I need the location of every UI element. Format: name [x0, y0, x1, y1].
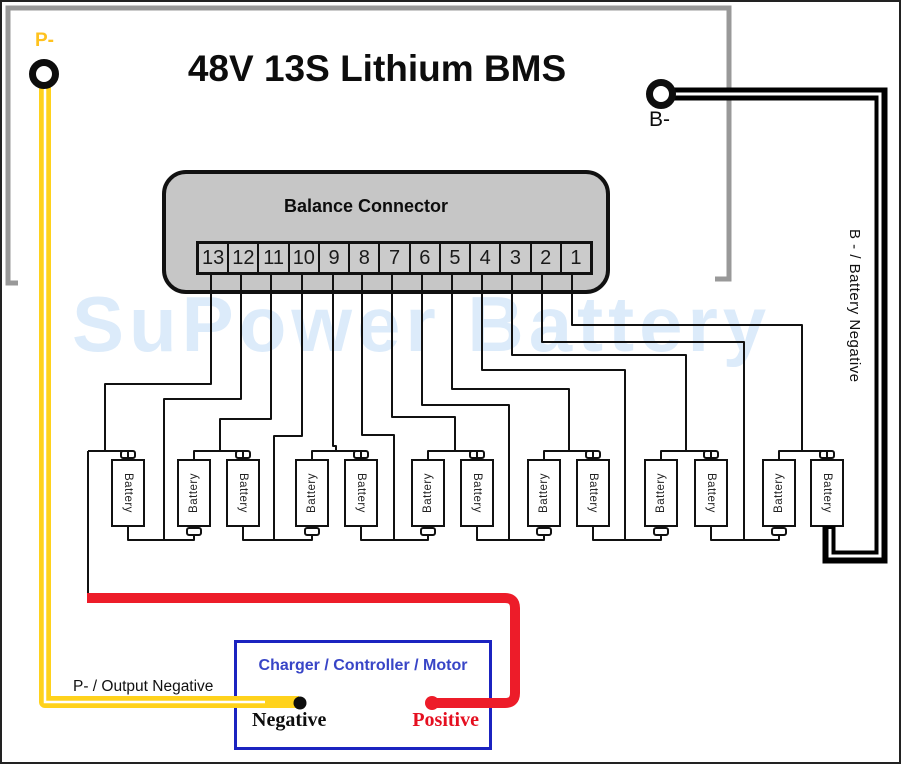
- p-minus-terminal-icon: [29, 59, 59, 89]
- battery-cell-4: Battery: [644, 459, 678, 527]
- battery-cell-5: Battery: [576, 459, 610, 527]
- balance-pin-12: 12: [229, 244, 258, 272]
- balance-pin-8: 8: [350, 244, 379, 272]
- battery-terminal-nub: [469, 450, 485, 459]
- series-link-bottom-9-8: [360, 526, 429, 541]
- battery-cell-1: Battery: [810, 459, 844, 527]
- load-box: Charger / Controller / Motor Negative Po…: [234, 640, 492, 750]
- battery-cell-label: Battery: [773, 473, 785, 513]
- series-link-bottom-13-12: [127, 526, 195, 541]
- battery-terminal-nub: [703, 450, 719, 459]
- battery-cell-label: Battery: [422, 473, 434, 513]
- battery-terminal-nub: [536, 527, 552, 536]
- battery-negative-label: B - / Battery Negative: [846, 229, 863, 383]
- battery-terminal-nub: [420, 527, 436, 536]
- battery-cell-3: Battery: [694, 459, 728, 527]
- battery-terminal-nub: [585, 450, 601, 459]
- load-box-title: Charger / Controller / Motor: [258, 657, 468, 674]
- battery-cell-8: Battery: [411, 459, 445, 527]
- battery-cell-7: Battery: [460, 459, 494, 527]
- positive-terminal-label: Positive: [412, 709, 479, 731]
- page-title: 48V 13S Lithium BMS: [187, 48, 567, 89]
- battery-cell-label: Battery: [538, 473, 550, 513]
- battery-terminal-nub: [186, 527, 202, 536]
- battery-cell-label: Battery: [237, 473, 249, 513]
- battery-cell-9: Battery: [344, 459, 378, 527]
- series-link-bottom-3-2: [710, 526, 780, 541]
- battery-terminal-nub: [653, 527, 669, 536]
- p-minus-label: P-: [35, 30, 54, 51]
- battery-cell-label: Battery: [122, 473, 134, 513]
- battery-terminal-nub: [120, 450, 136, 459]
- battery-terminal-nub: [819, 450, 835, 459]
- series-link-bottom-7-6: [476, 526, 545, 541]
- balance-pin-1: 1: [561, 244, 591, 272]
- balance-pin-4: 4: [471, 244, 500, 272]
- battery-cell-2: Battery: [762, 459, 796, 527]
- balance-pin-9: 9: [319, 244, 349, 272]
- balance-pin-10: 10: [289, 244, 318, 272]
- balance-pin-3: 3: [501, 244, 530, 272]
- battery-cell-label: Battery: [655, 473, 667, 513]
- series-link-bottom-11-10: [242, 526, 313, 541]
- battery-cell-label: Battery: [355, 473, 367, 513]
- balance-pin-13: 13: [199, 244, 228, 272]
- balance-pin-11: 11: [259, 244, 288, 272]
- watermark: SuPower Battery: [72, 280, 772, 368]
- battery-terminal-nub: [353, 450, 369, 459]
- battery-terminal-nub: [235, 450, 251, 459]
- b-minus-terminal-icon: [646, 79, 676, 109]
- battery-cell-11: Battery: [226, 459, 260, 527]
- battery-terminal-nub: [304, 527, 320, 536]
- battery-cell-label: Battery: [821, 473, 833, 513]
- battery-cell-label: Battery: [587, 473, 599, 513]
- battery-cell-10: Battery: [295, 459, 329, 527]
- battery-cell-13: Battery: [111, 459, 145, 527]
- battery-cell-label: Battery: [188, 473, 200, 513]
- series-link-bottom-5-4: [592, 526, 662, 541]
- battery-terminal-nub: [771, 527, 787, 536]
- output-negative-label: P- / Output Negative: [73, 678, 214, 695]
- balance-pin-5: 5: [440, 244, 470, 272]
- battery-cell-12: Battery: [177, 459, 211, 527]
- balance-connector-label: Balance Connector: [283, 196, 449, 216]
- battery-cell-label: Battery: [705, 473, 717, 513]
- battery-cell-6: Battery: [527, 459, 561, 527]
- battery-cell-label: Battery: [471, 473, 483, 513]
- battery-cell-label: Battery: [306, 473, 318, 513]
- balance-pin-6: 6: [410, 244, 439, 272]
- p-minus-wire: [39, 72, 299, 708]
- negative-terminal-label: Negative: [252, 709, 327, 731]
- balance-pin-7: 7: [380, 244, 409, 272]
- b-minus-label: B-: [649, 108, 670, 131]
- balance-pin-2: 2: [531, 244, 560, 272]
